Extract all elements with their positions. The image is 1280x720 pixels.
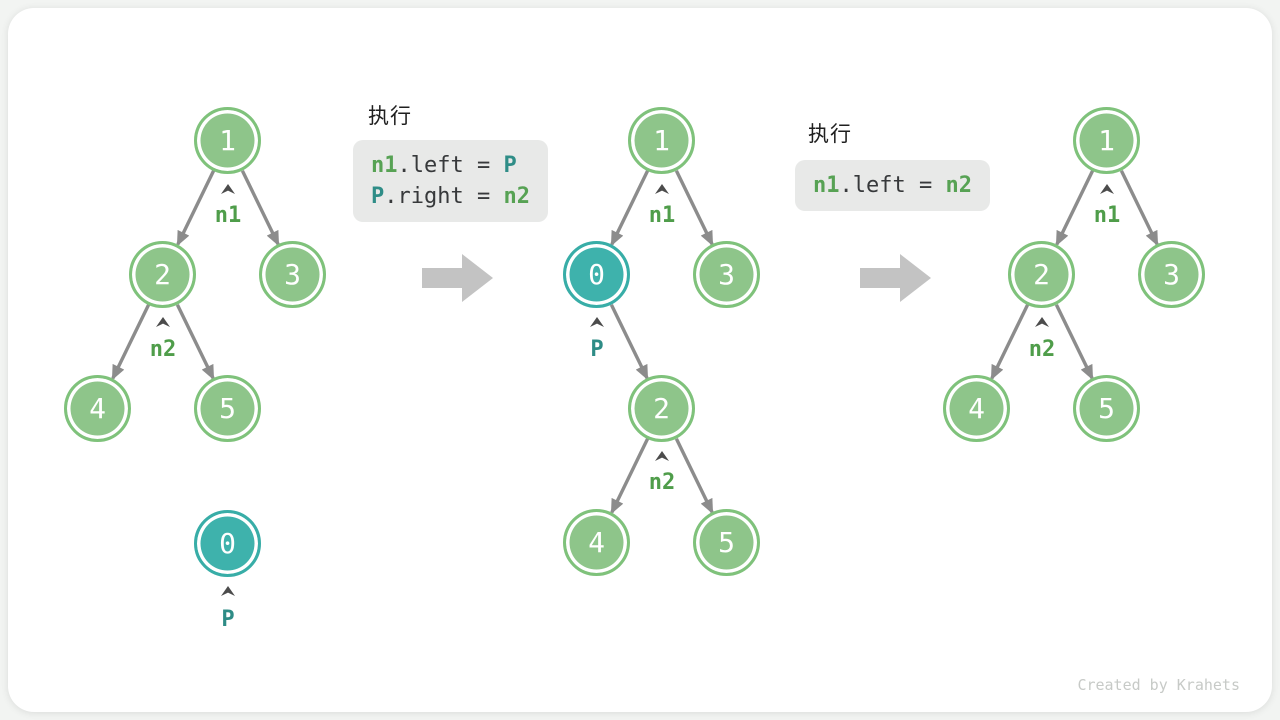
tree1-pointer-n1: n1: [214, 203, 242, 228]
tree1-node-3: 3: [259, 241, 326, 308]
tree3-pointer-n2: n2: [1028, 337, 1056, 362]
tree1-node-0: 0: [194, 510, 261, 577]
code-token: n1: [813, 173, 840, 198]
tree3-node-4: 4: [943, 375, 1010, 442]
tree2-node-1: 1: [628, 107, 695, 174]
tree2-node-4: 4: [563, 509, 630, 576]
tree3-node-2: 2: [1008, 241, 1075, 308]
code-token: .left =: [839, 173, 946, 198]
tree2-node-5: 5: [693, 509, 760, 576]
code-token: n2: [945, 173, 972, 198]
code-token: n1: [371, 153, 398, 178]
tree1-pointer-n2: n2: [149, 337, 177, 362]
step2-code-block: n1.left = n2: [795, 160, 990, 211]
tree2-node-2: 2: [628, 375, 695, 442]
tree2-pointer-p: P: [590, 337, 604, 362]
step1-caption: 执行: [368, 105, 412, 128]
tree1-node-2: 2: [129, 241, 196, 308]
code-token: .right =: [384, 184, 504, 209]
tree2-pointer-n2: n2: [648, 470, 676, 495]
tree2-node-3: 3: [693, 241, 760, 308]
tree3-node-1: 1: [1073, 107, 1140, 174]
tree2-pointer-n1: n1: [648, 203, 676, 228]
tree1-node-4: 4: [64, 375, 131, 442]
tree2-node-0: 0: [563, 241, 630, 308]
code-token: P: [371, 184, 385, 209]
watermark-credit: Created by Krahets: [1077, 676, 1240, 694]
step2-caption: 执行: [808, 123, 852, 146]
tree3-pointer-n1: n1: [1093, 203, 1121, 228]
code-token: n2: [503, 184, 530, 209]
tree1-node-5: 5: [194, 375, 261, 442]
tree1-node-1: 1: [194, 107, 261, 174]
tree3-node-5: 5: [1073, 375, 1140, 442]
code-token: P: [503, 153, 517, 178]
tree1-pointer-p: P: [221, 607, 235, 632]
tree3-node-3: 3: [1138, 241, 1205, 308]
code-token: .left =: [397, 153, 504, 178]
